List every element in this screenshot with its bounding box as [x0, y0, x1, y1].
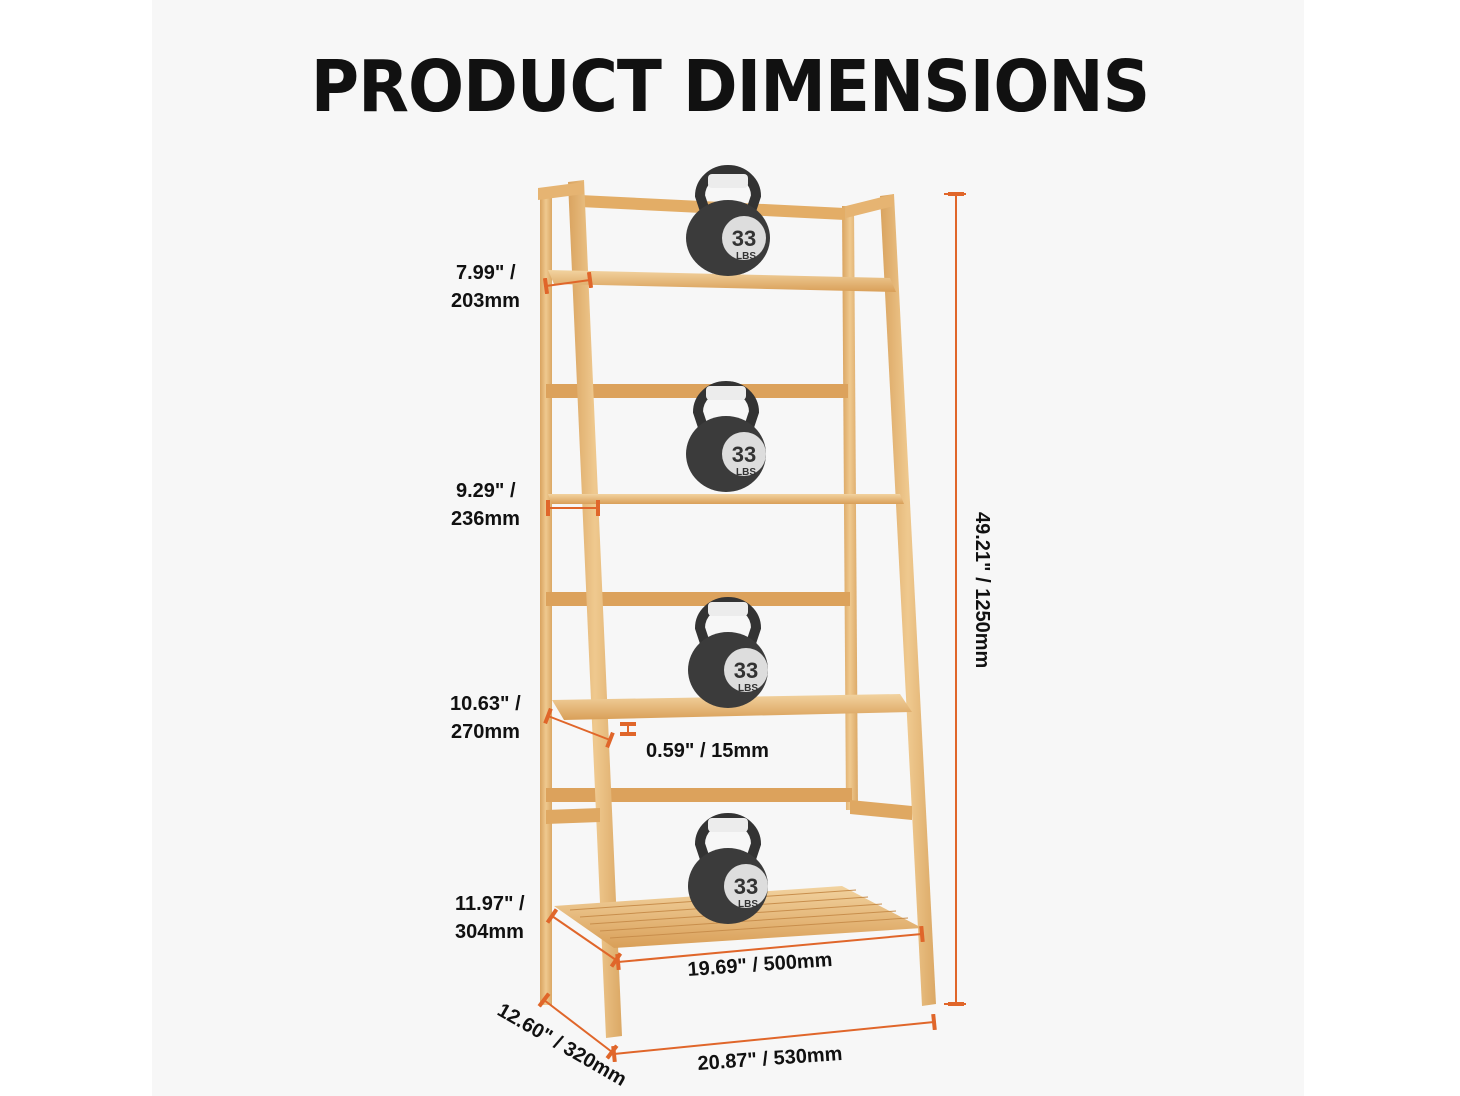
rear-right-post [842, 206, 858, 810]
gap1-inch-label: 7.99" / [456, 262, 516, 284]
gap2-inch-label: 9.29" / [456, 480, 516, 502]
kettlebell-1: 33 LBS [686, 165, 770, 276]
kettlebell-unit: LBS [736, 467, 756, 478]
side-connector-1 [546, 384, 848, 398]
gap3-mm-label: 270mm [451, 721, 520, 743]
side-connector-3 [546, 788, 852, 802]
kettlebell-4: 33 LBS [688, 813, 768, 924]
gap3-inch-label: 10.63" / [450, 693, 521, 715]
brace-left [546, 808, 600, 824]
brace-right [850, 800, 912, 820]
gap4-marker [545, 908, 623, 968]
kettlebell-unit: LBS [738, 899, 758, 910]
kettlebell-weight: 33 [732, 442, 756, 467]
dimension-lines [537, 192, 966, 1063]
top-right-cross [846, 194, 894, 218]
gap4-inch-label: 11.97" / [455, 893, 525, 915]
top-left-cross [538, 182, 584, 200]
shelf-2 [548, 494, 904, 504]
side-connector-2 [546, 592, 850, 606]
kettlebell-unit: LBS [736, 251, 756, 262]
depth-line [537, 992, 619, 1060]
shelf-width-line [615, 925, 925, 971]
kettlebell-3: 33 LBS [688, 597, 768, 708]
kettlebell-weight: 33 [734, 658, 758, 683]
slat-label: 0.59" / 15mm [646, 740, 769, 762]
shelf-frame [538, 180, 936, 1038]
kettlebell-weight: 33 [734, 874, 758, 899]
shelf-1 [548, 270, 896, 292]
gap1-marker [542, 271, 594, 295]
kettlebell-2: 33 LBS [686, 381, 766, 492]
gap3-marker [543, 707, 615, 749]
kettlebell-unit: LBS [738, 683, 758, 694]
height-label: 49.21" / 1250mm [971, 512, 993, 668]
kettlebell-weight: 33 [732, 226, 756, 251]
base-width-line [611, 1013, 937, 1063]
gap2-mm-label: 236mm [451, 508, 520, 530]
front-left-leg [568, 180, 622, 1038]
gap4-mm-label: 304mm [455, 921, 524, 943]
page-title: PRODUCT DIMENSIONS [310, 44, 1150, 129]
base-width-label: 20.87" / 530mm [697, 1043, 843, 1075]
gap1-mm-label: 203mm [451, 290, 520, 312]
front-right-leg [880, 194, 936, 1006]
